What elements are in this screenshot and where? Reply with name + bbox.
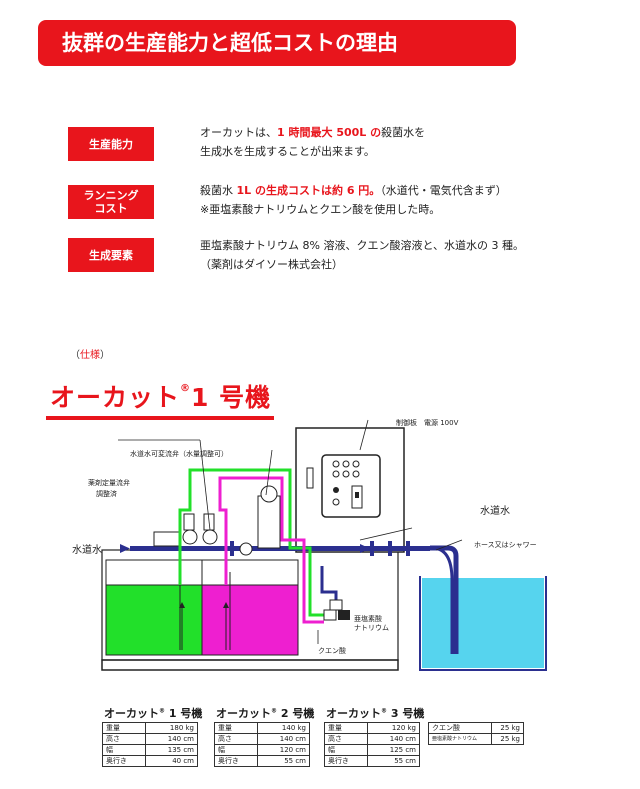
spec-label: （仕様） — [70, 350, 110, 361]
spec-table-title: オーカット® 3 号機 — [326, 707, 425, 720]
feature-tag: ランニング コスト — [68, 185, 154, 219]
product-title: オーカット®1 号機 — [50, 382, 272, 412]
label-chem-valve: 薬剤定量流弁 — [88, 479, 130, 487]
spec-table-title: オーカット® 2 号機 — [216, 707, 315, 720]
base-platform — [101, 659, 399, 671]
control-panel — [321, 454, 381, 518]
feature-tag: 生産能力 — [68, 127, 154, 161]
label-control-panel: 制御板 電源 100V — [396, 419, 459, 427]
feature-description: オーカットは、1 時間最大 500L の殺菌水を生成水を生成することが出来ます。 — [200, 126, 426, 158]
green-line — [178, 468, 324, 617]
title-underline — [46, 416, 274, 420]
magenta-tank — [201, 584, 299, 656]
label-tap-water-right: 水道水 — [480, 506, 510, 517]
label-hose: ホース又はシャワー — [474, 541, 537, 549]
feature-description: 亜塩素酸ナトリウム 8% 溶液、クエン酸溶液と、水道水の 3 種。（薬剤はダイソ… — [200, 239, 524, 271]
valve-block — [153, 531, 181, 547]
label-sodium: 亜塩素酸 — [354, 615, 382, 623]
tank-top-left — [105, 559, 203, 586]
section-banner: 抜群の生産能力と超低コストの理由 — [38, 20, 516, 66]
feature-description: 殺菌水 1L の生成コストは約 6 円。（水道代・電気代含まず）※亜塩素酸ナトリ… — [200, 184, 507, 216]
water-basin — [419, 576, 547, 671]
machine-diagram — [101, 419, 547, 671]
green-tank — [105, 584, 203, 656]
label-variable-valve: 水道水可変流弁（水量調整可） — [130, 450, 228, 458]
label-tap-water-left: 水道水 — [72, 545, 102, 556]
magenta-line — [218, 476, 324, 624]
registered-mark: ® — [180, 382, 192, 394]
spec-table-title: オーカット® 1 号機 — [104, 707, 203, 720]
feature-tag: 生成要素 — [68, 238, 154, 272]
tank-top-right — [201, 559, 299, 586]
label-citric: クエン酸 — [318, 647, 346, 655]
label-sodium-2: ナトリウム — [354, 624, 389, 632]
label-chem-valve-adjusted: 調整済 — [96, 490, 117, 498]
pump — [257, 495, 281, 549]
water-fill — [422, 578, 544, 668]
